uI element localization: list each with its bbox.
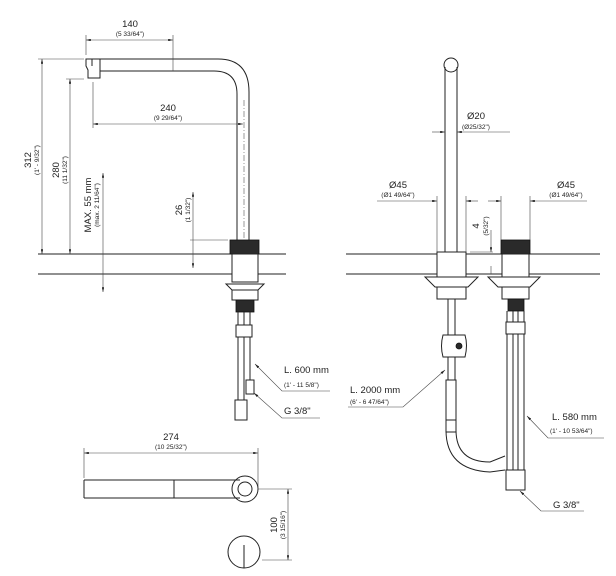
label-thread-left: G 3/8" (284, 406, 311, 417)
cable-connector (445, 379, 457, 421)
svg-text:(6' - 6 47/64"): (6' - 6 47/64") (350, 399, 389, 406)
svg-text:(1' - 9/32"): (1' - 9/32") (34, 145, 41, 175)
svg-text:(9 29/64"): (9 29/64") (154, 115, 182, 122)
svg-text:(max. 2 11/64"): (max. 2 11/64") (94, 183, 101, 227)
svg-text:(1' - 11 5/8"): (1' - 11 5/8") (284, 382, 319, 389)
svg-text:(5 33/64"): (5 33/64") (116, 31, 144, 38)
dim-140: 140 (122, 19, 138, 30)
spout-base (436, 251, 467, 281)
side-view: 140 (5 33/64") 240 (9 29/64") 312 (1' - … (23, 19, 330, 421)
dim-4: 4 (471, 223, 482, 228)
svg-text:(11 1/32"): (11 1/32") (62, 156, 69, 184)
label-thread-right: G 3/8" (553, 500, 580, 511)
dim-312: 312 (23, 152, 34, 168)
spout-end (443, 57, 459, 73)
tap-body (231, 253, 259, 283)
sensor-box (441, 334, 467, 358)
svg-text:(10 25/32"): (10 25/32") (155, 444, 187, 451)
dim-280: 280 (51, 162, 62, 178)
label-hose-600: L. 600 mm (284, 365, 329, 376)
dim-274: 274 (163, 432, 179, 443)
spout-outlet (85, 58, 101, 79)
dim-max-55: MAX. 55 mm (83, 177, 94, 232)
label-cable-2000: L. 2000 mm (350, 385, 400, 396)
spout-plan (83, 479, 240, 499)
svg-text:(Ø1 49/64"): (Ø1 49/64") (381, 192, 414, 199)
front-view: Ø20 (Ø25/32") Ø45 (Ø1 49/64") Ø45 (Ø1 49… (346, 57, 604, 512)
plan-view: 274 (10 25/32") 100 (3 15/16") (83, 432, 292, 569)
svg-text:(3 15/16"): (3 15/16") (280, 511, 287, 539)
hoses-right (506, 311, 525, 470)
svg-text:(5/32"): (5/32") (483, 216, 490, 235)
svg-text:(Ø25/32"): (Ø25/32") (462, 124, 490, 131)
spout (100, 58, 250, 240)
dim-dia-45-right: Ø45 (557, 180, 575, 191)
hose-fitting (234, 399, 248, 421)
spout-pipe (444, 67, 458, 252)
dim-dia-45-left: Ø45 (389, 180, 407, 191)
dim-dia-20: Ø20 (467, 111, 485, 122)
label-hose-580: L. 580 mm (552, 412, 597, 423)
svg-text:(Ø1 49/64"): (Ø1 49/64") (549, 192, 582, 199)
mixer-body (501, 253, 530, 281)
dim-100: 100 (269, 517, 280, 533)
dim-26: 26 (174, 205, 185, 216)
fixing-nut (224, 283, 266, 291)
hose-fitting-right (505, 469, 526, 491)
svg-text:(1 1/32"): (1 1/32") (185, 198, 192, 223)
svg-text:(1' - 10 53/64"): (1' - 10 53/64") (550, 428, 593, 435)
mixer-knurled-ring (500, 239, 531, 255)
dim-240: 240 (160, 103, 176, 114)
knurled-ring (229, 239, 260, 255)
